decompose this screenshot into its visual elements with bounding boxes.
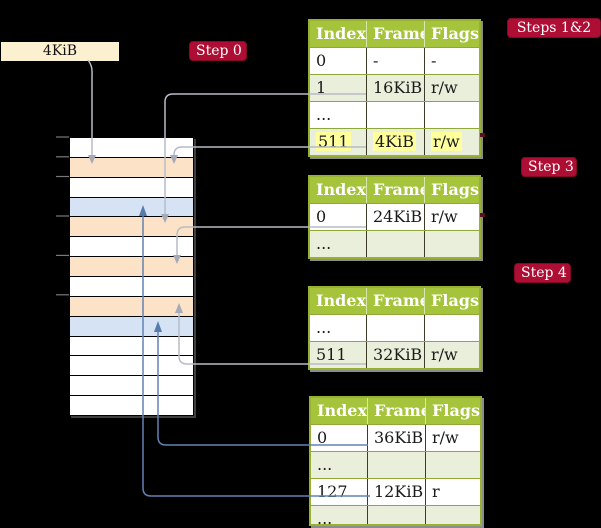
column-header: Frame xyxy=(366,288,424,314)
flags-cell: r/w xyxy=(424,75,479,101)
table-row: ... xyxy=(311,505,480,526)
index-cell: 127 xyxy=(317,482,348,501)
page-table-1: Index Frame Flags 0 - - 1 16KiB r/w ... … xyxy=(308,19,481,157)
highlighted-value: r/w xyxy=(431,132,462,151)
index-cell: 0 xyxy=(316,207,327,226)
table-row: 0 - - xyxy=(310,47,479,74)
badge-step-4: Step 4 xyxy=(514,263,571,283)
column-header: Flags xyxy=(424,288,479,314)
memory-frame-row xyxy=(70,237,193,258)
frame-cell: 36KiB xyxy=(367,425,425,451)
flags-cell: - xyxy=(424,48,479,74)
table-row: 1 16KiB r/w xyxy=(310,74,479,101)
frame-cell xyxy=(366,231,424,257)
index-cell: 511 xyxy=(310,129,366,155)
column-header: Index xyxy=(317,401,367,420)
frame-cell: - xyxy=(366,48,424,74)
frame-size-label: 4KiB xyxy=(1,42,119,61)
memory-frame-row xyxy=(70,376,193,397)
flags-cell xyxy=(425,452,480,478)
table-row: ... xyxy=(310,230,479,257)
frame-cell: 32KiB xyxy=(366,342,424,368)
memory-frame-row xyxy=(70,217,193,238)
column-header: Frame xyxy=(366,177,424,203)
memory-frame-row xyxy=(70,396,193,416)
index-cell: 511 xyxy=(316,345,347,364)
column-header: Frame xyxy=(366,21,424,47)
table-row: 511 32KiB r/w xyxy=(310,341,479,368)
column-header: Flags xyxy=(424,21,479,47)
table-row-highlighted: 511 4KiB r/w xyxy=(310,128,479,155)
frame-cell xyxy=(366,315,424,341)
memory-frame-row xyxy=(70,316,193,337)
frame-cell xyxy=(367,452,425,478)
index-cell: ... xyxy=(316,318,332,337)
memory-frame-row xyxy=(70,257,193,278)
frame-cell xyxy=(367,506,425,524)
badge-steps-1-2: Steps 1&2 xyxy=(507,18,601,38)
index-cell: 0 xyxy=(317,428,328,447)
flags-cell: r/w xyxy=(425,425,480,451)
memory-frame-row xyxy=(70,296,193,317)
physical-memory-column xyxy=(69,137,194,416)
flags-cell xyxy=(425,506,480,524)
highlighted-value: 511 xyxy=(316,132,351,151)
memory-frame-row xyxy=(70,197,193,218)
table-row: ... xyxy=(310,101,479,128)
table-row: 0 36KiB r/w xyxy=(311,424,480,451)
flags-cell xyxy=(424,315,479,341)
page-table-2: Index Frame Flags 0 24KiB r/w ... xyxy=(308,175,481,259)
column-header: Index xyxy=(316,291,366,310)
highlighted-value: 4KiB xyxy=(373,132,417,151)
memory-frame-row xyxy=(70,138,193,158)
column-header: Flags xyxy=(424,177,479,203)
flags-cell: r/w xyxy=(424,342,479,368)
address-tick-marks xyxy=(56,136,69,296)
table-header: Index Frame Flags xyxy=(310,177,479,203)
column-header: Flags xyxy=(425,398,480,424)
table-row: ... xyxy=(310,314,479,341)
flags-cell: r/w xyxy=(424,129,479,155)
memory-frame-row xyxy=(70,356,193,377)
badge-step-0: Step 0 xyxy=(189,41,247,61)
column-header: Frame xyxy=(367,398,425,424)
index-cell: 0 xyxy=(316,51,327,70)
table-header: Index Frame Flags xyxy=(310,288,479,314)
frame-cell: 24KiB xyxy=(366,204,424,230)
memory-frame-row xyxy=(70,177,193,198)
index-cell: ... xyxy=(317,455,333,474)
table-header: Index Frame Flags xyxy=(311,398,480,424)
column-header: Index xyxy=(316,24,366,43)
frame-cell: 16KiB xyxy=(366,75,424,101)
memory-frame-row xyxy=(70,336,193,357)
frame-cell: 12KiB xyxy=(367,479,425,505)
index-cell: ... xyxy=(316,105,332,124)
index-cell: 1 xyxy=(316,78,327,97)
column-header: Index xyxy=(316,180,366,199)
frame-cell xyxy=(366,102,424,128)
table-row: 0 24KiB r/w xyxy=(310,203,479,230)
memory-frame-row xyxy=(70,277,193,297)
page-table-4: Index Frame Flags 0 36KiB r/w ... 127 12… xyxy=(309,396,482,526)
flags-cell: r/w xyxy=(424,204,479,230)
index-cell: ... xyxy=(317,509,333,526)
frame-cell: 4KiB xyxy=(366,129,424,155)
flags-cell xyxy=(424,231,479,257)
badge-step-3: Step 3 xyxy=(521,157,577,177)
table-row: ... xyxy=(311,451,480,478)
index-cell: ... xyxy=(316,234,332,253)
page-table-3: Index Frame Flags ... 511 32KiB r/w xyxy=(308,286,481,370)
flags-cell: r xyxy=(425,479,480,505)
memory-frame-row xyxy=(70,157,193,178)
table-header: Index Frame Flags xyxy=(310,21,479,47)
flags-cell xyxy=(424,102,479,128)
table-row: 127 12KiB r xyxy=(311,478,480,505)
